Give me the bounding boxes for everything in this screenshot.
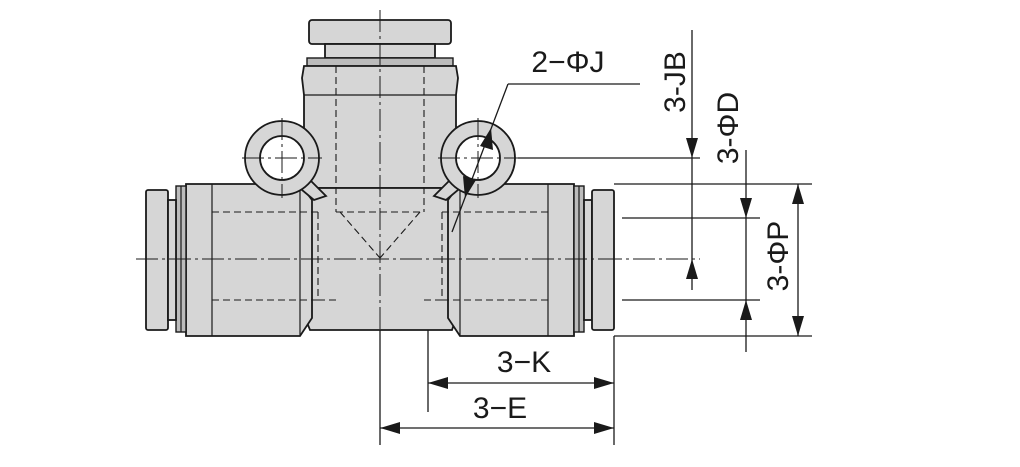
- extension-lines: [379, 157, 812, 445]
- left-tube-section: [185, 183, 313, 337]
- center-lines: [136, 10, 700, 340]
- label-e: 3−E: [473, 392, 527, 425]
- dimension-e: 3−E: [380, 392, 614, 434]
- dimension-jb: 3-JB: [659, 30, 698, 290]
- dimension-d: 3-ΦD: [712, 92, 752, 352]
- dimension-k: 3−K: [428, 346, 614, 389]
- right-tube-section: [447, 183, 575, 337]
- right-release-collar: [591, 189, 615, 331]
- label-d: 3-ΦD: [712, 92, 745, 164]
- label-j: 2−ΦJ: [531, 46, 604, 79]
- label-p: 3-ΦP: [762, 221, 795, 292]
- leader-j: 2−ΦJ: [451, 46, 640, 233]
- label-k: 3−K: [497, 346, 551, 379]
- left-release-collar: [145, 189, 169, 331]
- dimension-p: 3-ΦP: [762, 184, 804, 336]
- main-run: [145, 183, 615, 337]
- hidden-lines: [212, 66, 548, 301]
- label-jb: 3-JB: [659, 51, 692, 113]
